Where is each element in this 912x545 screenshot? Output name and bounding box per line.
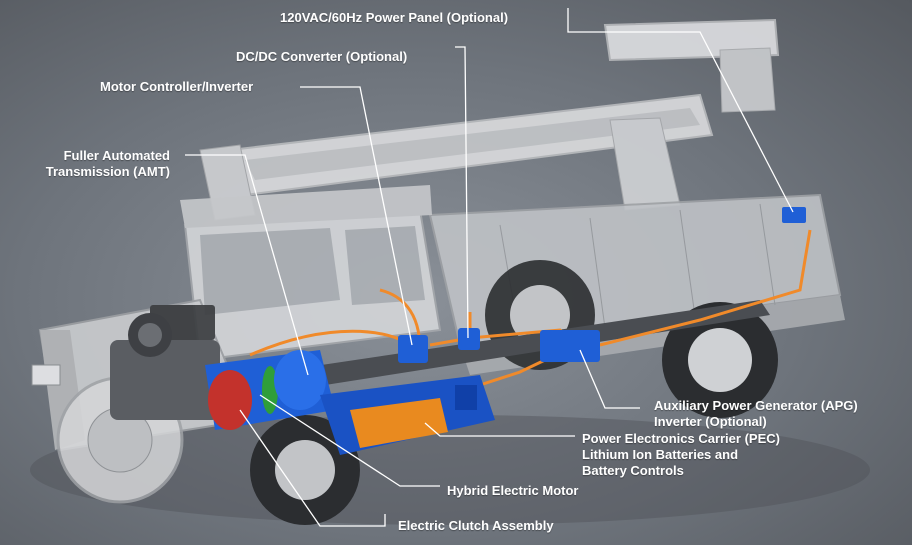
- apg-label: Auxiliary Power Generator (APG) Inverter…: [654, 398, 858, 429]
- hybrid-motor: [205, 350, 335, 430]
- pec-label: Power Electronics Carrier (PEC) Lithium …: [582, 431, 780, 478]
- dcdc-converter-label: DC/DC Converter (Optional): [236, 49, 408, 64]
- amt-label: Fuller Automated Transmission (AMT): [45, 148, 170, 179]
- hybrid-motor-label: Hybrid Electric Motor: [447, 483, 579, 498]
- ground-shadow: [30, 415, 870, 525]
- dcdc-box: [458, 328, 480, 350]
- truck-cab: [180, 185, 442, 362]
- engine-block: [110, 313, 220, 420]
- apg-box: [540, 330, 600, 362]
- power-panel-label: 120VAC/60Hz Power Panel (Optional): [280, 10, 509, 25]
- leader-lines: [185, 8, 794, 527]
- battery-carrier: [320, 375, 495, 455]
- frame-rail: [220, 300, 770, 400]
- motor-controller-label: Motor Controller/Inverter: [100, 79, 254, 94]
- clutch-label: Electric Clutch Assembly: [398, 518, 554, 533]
- motor-controller-box: [398, 335, 428, 363]
- power-panel-box: [782, 207, 806, 223]
